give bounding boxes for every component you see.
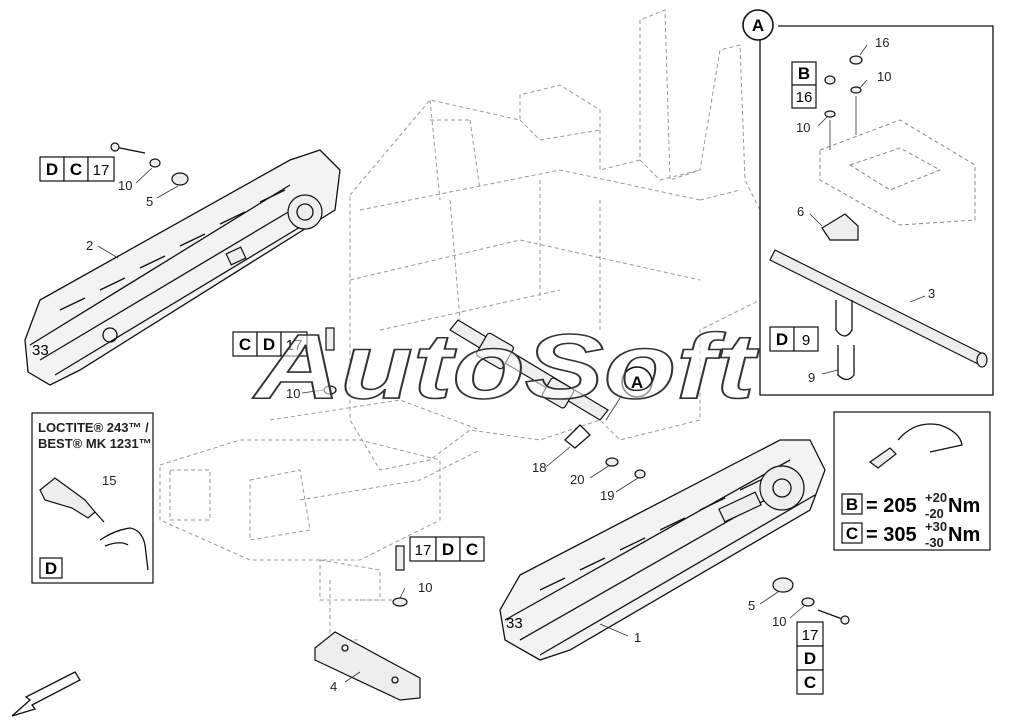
code-num: 17 [802,627,819,644]
right-track-assembly: 33 [499,439,826,661]
callout-5a: 5 [146,194,153,209]
direction-arrow-icon [11,671,81,717]
wrench-icon [868,447,897,469]
callout-16: 16 [875,35,889,50]
callout-10a: 10 [118,178,132,193]
callout-9b: 9 [808,370,815,385]
code-box-d9: D 9 [769,326,819,352]
code-num: 16 [796,89,813,106]
callout-1: 1 [634,630,641,645]
detail-a-pointer: A [621,366,653,398]
watermark: AutoSoft [252,316,759,418]
loctite-line2: BEST® MK 1231™ [38,436,152,451]
code-c: C [466,540,478,559]
code-box-b16: B 16 [791,61,817,109]
callout-10d: 10 [772,614,786,629]
code-c: C [239,335,251,354]
hand-icon [99,527,149,571]
code-d: D [263,335,275,354]
callout-15: 15 [102,473,116,488]
callout-6: 6 [797,204,804,219]
detail-a-pointer-label: A [631,373,643,392]
torque-c-value: = 305 [866,524,917,546]
hand-icon [897,423,963,453]
callout-3: 3 [928,286,935,301]
code-d: D [46,160,58,179]
adhesive-bottle-icon [39,477,96,519]
callout-2: 2 [86,238,93,253]
torque-b-sup: +20 [925,490,947,505]
callout-5b: 5 [748,598,755,613]
loctite-panel: LOCTITE® 243™ / BEST® MK 1231™ D [31,412,154,584]
detail-a-panel: A [742,9,994,396]
code-c: C [70,160,82,179]
code-box-stack-right: 17 D C [796,621,824,695]
center-shaft-assembly [449,319,646,479]
torque-c-unit: Nm [948,524,980,546]
code-d: D [804,649,816,668]
torque-c-sup: +30 [925,519,947,534]
torque-panel: B = 205 +20 -20 Nm C = 305 +30 -30 Nm [833,411,991,551]
torque-c-label: C [846,524,858,543]
loctite-line1: LOCTITE® 243™ / [38,420,149,435]
code-num: 9 [802,332,810,349]
machine-frame [159,9,761,641]
torque-b-sub: -20 [925,506,944,521]
code-num: 17 [93,162,110,179]
code-num: 17 [286,337,303,354]
left-bolt-cluster [110,142,189,186]
detail-a-label: A [752,16,764,35]
torque-b-label: B [846,495,858,514]
right-bolt-cluster [772,577,850,625]
callout-20: 20 [570,472,584,487]
middle-bolt-cluster [323,327,408,607]
callout-numbers: 2 10 5 10 15 18 20 19 10 4 1 5 10 16 10 … [86,35,935,694]
code-box-cd17-mid: C D 17 [232,331,308,357]
code-box-dc17-top: D C 17 [39,156,115,182]
callout-10e: 10 [877,69,891,84]
loctite-code-d: D [45,559,57,578]
callout-10b: 10 [286,386,300,401]
callout-18: 18 [532,460,546,475]
left-track-mark: 33 [32,342,49,359]
code-d: D [776,330,788,349]
torque-b-value: = 205 [866,495,917,517]
callout-10c: 10 [418,580,432,595]
bracket-part [314,631,421,701]
code-d: D [442,540,454,559]
code-c: C [804,673,816,692]
callout-10f: 10 [796,120,810,135]
code-box-17dc-lower: 17 D C [409,536,485,562]
left-track-assembly: 33 [24,149,341,386]
callout-4: 4 [330,679,337,694]
right-track-mark: 33 [506,615,523,632]
torque-b-unit: Nm [948,495,980,517]
callout-19: 19 [600,488,614,503]
code-b: B [798,64,810,83]
torque-c-sub: -30 [925,535,944,550]
detail-a-badge [742,9,774,41]
code-num: 17 [415,542,432,559]
